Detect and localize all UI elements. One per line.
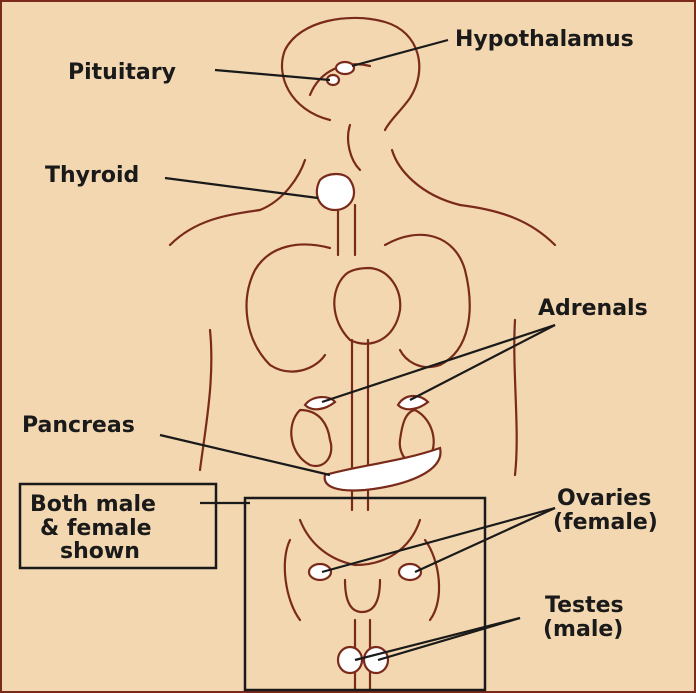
ovaries-label-line-2: (female) xyxy=(553,510,658,535)
pituitary-label: Pituitary xyxy=(68,60,176,85)
thyroid-label: Thyroid xyxy=(45,163,139,188)
right-ovary xyxy=(399,564,421,580)
testes-label-line-1: Testes xyxy=(545,593,624,618)
adrenals-label: Adrenals xyxy=(538,296,648,321)
hypothalamus-gland xyxy=(336,62,354,74)
left-ovary xyxy=(309,564,331,580)
pancreas-label: Pancreas xyxy=(22,413,135,438)
ovaries-label-line-1: Ovaries xyxy=(557,486,651,511)
hypothalamus-label: Hypothalamus xyxy=(455,27,634,52)
thyroid-gland xyxy=(317,174,354,210)
note-line-1: Both male xyxy=(30,492,156,517)
note-line-2: & female xyxy=(40,516,152,541)
right-testis xyxy=(364,647,388,673)
note-line-3: shown xyxy=(60,539,140,564)
testes-label-line-2: (male) xyxy=(543,617,623,642)
